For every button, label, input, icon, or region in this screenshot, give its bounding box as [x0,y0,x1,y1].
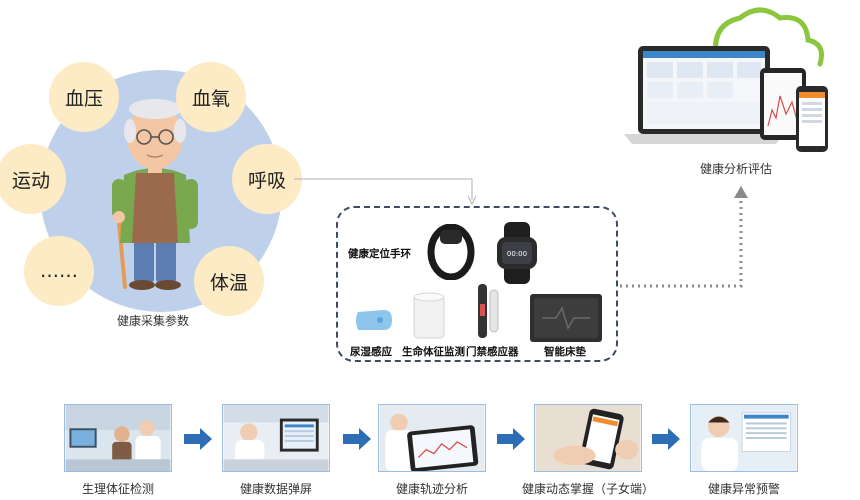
smartwatch-device-icon: 00:00 [497,222,537,284]
flow-step-5-label: 健康异常预警 [707,482,781,496]
flow-arrow-2-icon [343,428,371,450]
flow-step-3-image [378,404,486,472]
vital-monitor-icon [413,292,445,339]
param-exercise: 运动 [0,144,66,214]
param-more: …… [24,236,94,306]
flow-arrow-4-icon [652,428,680,450]
device-label-vital: 生命体征监测 [402,346,465,358]
device-label-wristband: 健康定位手环 [348,248,411,260]
param-blood-pressure: 血压 [49,62,119,132]
param-body-temperature: 体温 [194,246,264,316]
device-box [336,206,618,362]
svg-text:00:00: 00:00 [507,250,527,258]
device-label-mattress: 智能床垫 [544,346,586,358]
device-label-urine: 尿湿感应 [350,346,392,358]
param-blood-oxygen: 血氧 [176,62,246,132]
flow-step-4-label: 健康动态掌握（子女端） [521,482,655,496]
flow-arrow-1-icon [184,428,212,450]
flow-step-3-label: 健康轨迹分析 [395,482,469,496]
flow-step-1-label: 生理体征检测 [81,482,155,496]
flow-step-5-image [690,404,798,472]
flow-arrow-3-icon [497,428,525,450]
smart-mattress-icon [530,294,602,342]
flow-step-2-image [222,404,330,472]
wristband-device-icon [427,224,475,280]
elderly-man-illustration [112,99,198,290]
flow-step-1-image [64,404,172,472]
door-sensor-icon [478,284,499,338]
flow-step-2-label: 健康数据弹屏 [239,482,313,496]
cloud-devices-illustration [624,7,828,152]
urine-sensor-icon [356,310,392,330]
analysis-caption: 健康分析评估 [699,162,773,176]
collection-caption: 健康采集参数 [116,314,190,328]
flow-step-4-image [534,404,642,472]
param-respiration: 呼吸 [232,144,302,214]
device-label-door: 门禁感应器 [466,346,519,358]
